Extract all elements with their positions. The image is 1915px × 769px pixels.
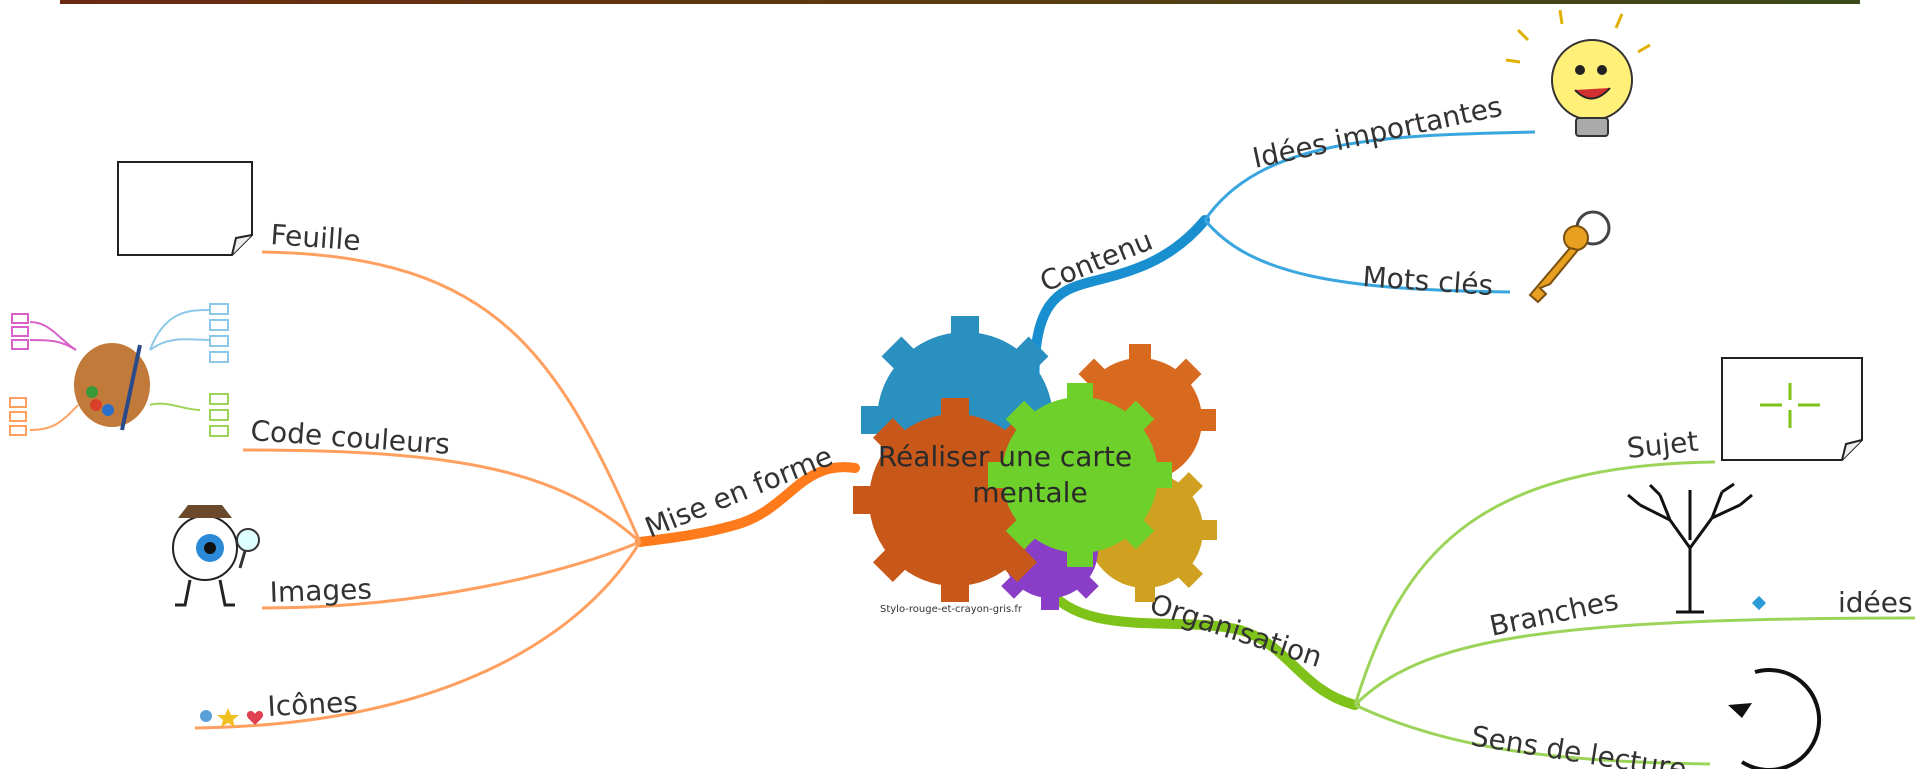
label-contenu: Contenu — [1035, 224, 1157, 299]
branch-contenu — [1029, 130, 1536, 400]
circular-arrow-icon — [1728, 668, 1822, 769]
center-title-line1: Réaliser une carte — [878, 440, 1132, 473]
label-organisation: Organisation — [1146, 587, 1326, 674]
label-sens-de-lecture: Sens de lecture — [1469, 719, 1689, 769]
blank-page-icon — [117, 161, 253, 256]
label-icones: Icônes — [267, 685, 359, 723]
small-icons-set — [200, 708, 264, 727]
key-icon — [1528, 210, 1611, 304]
label-idees: idées — [1838, 586, 1913, 619]
center-title-line2: mentale — [972, 476, 1087, 509]
branch-organisation — [1040, 460, 1915, 766]
eye-detective-icon — [172, 505, 260, 607]
top-border — [60, 0, 1860, 4]
focus-page-icon — [1721, 357, 1863, 461]
label-feuille: Feuille — [270, 218, 362, 257]
gears-icon — [853, 316, 1217, 610]
label-branches: Branches — [1487, 583, 1622, 642]
label-images: Images — [269, 572, 372, 609]
diamond-marker — [1751, 595, 1767, 611]
center-credit: Stylo-rouge-et-crayon-gris.fr — [880, 604, 1023, 615]
label-mots-cles: Mots clés — [1362, 260, 1495, 302]
branch-mise-en-forme — [194, 250, 860, 730]
color-palette-icon — [9, 303, 229, 437]
label-sujet: Sujet — [1625, 425, 1700, 465]
lightbulb-icon — [1505, 9, 1651, 137]
label-code-couleurs: Code couleurs — [250, 414, 452, 461]
tree-icon — [1627, 482, 1753, 614]
label-idees-importantes: Idées importantes — [1250, 90, 1505, 175]
